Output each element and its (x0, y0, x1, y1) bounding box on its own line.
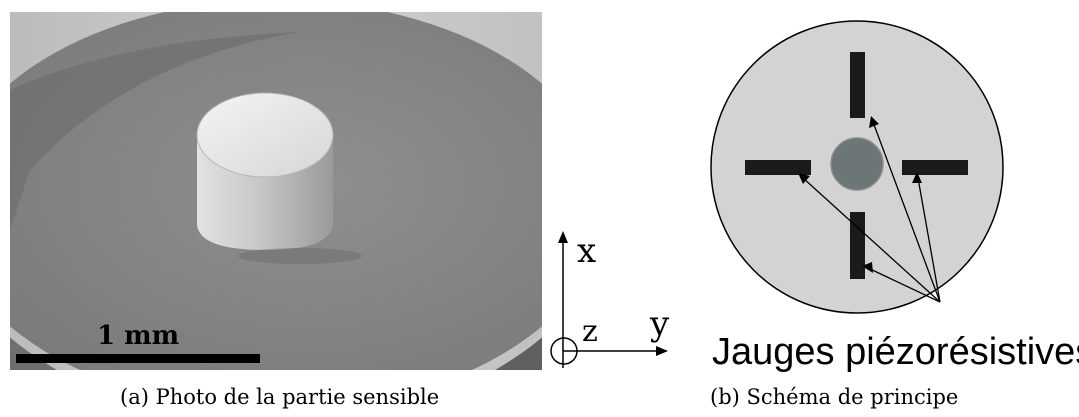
x-axis-arrowhead (558, 231, 568, 243)
pillar-top (197, 93, 333, 177)
axes-diagram: x y z (550, 231, 670, 368)
leader-lines (802, 121, 941, 303)
caption-a: (a) Photo de la partie sensible (120, 385, 440, 409)
y-axis-label: y (649, 304, 670, 344)
gauges-annotation: Jauges piézorésistives (712, 331, 1079, 373)
gauge-left (745, 160, 811, 175)
gauge-top (850, 52, 865, 118)
scale-bar-label: 1 mm (97, 321, 179, 351)
sem-photo (10, 12, 542, 370)
x-axis-label: x (577, 231, 596, 271)
caption-b: (b) Schéma de principe (710, 385, 959, 409)
gauge-bottom (850, 212, 865, 279)
y-axis-arrowhead (656, 346, 668, 356)
pillar-top-edge (196, 92, 334, 178)
gauge-right (902, 160, 968, 175)
central-pillar (830, 137, 884, 191)
pillar-shadow (238, 248, 362, 264)
z-axis-symbol (550, 337, 578, 365)
cavity-shadow-left (10, 32, 300, 230)
leader-arrowheads (798, 116, 922, 273)
schematic (710, 20, 1004, 314)
z-axis-label: z (582, 314, 598, 349)
scale-bar (16, 354, 260, 363)
